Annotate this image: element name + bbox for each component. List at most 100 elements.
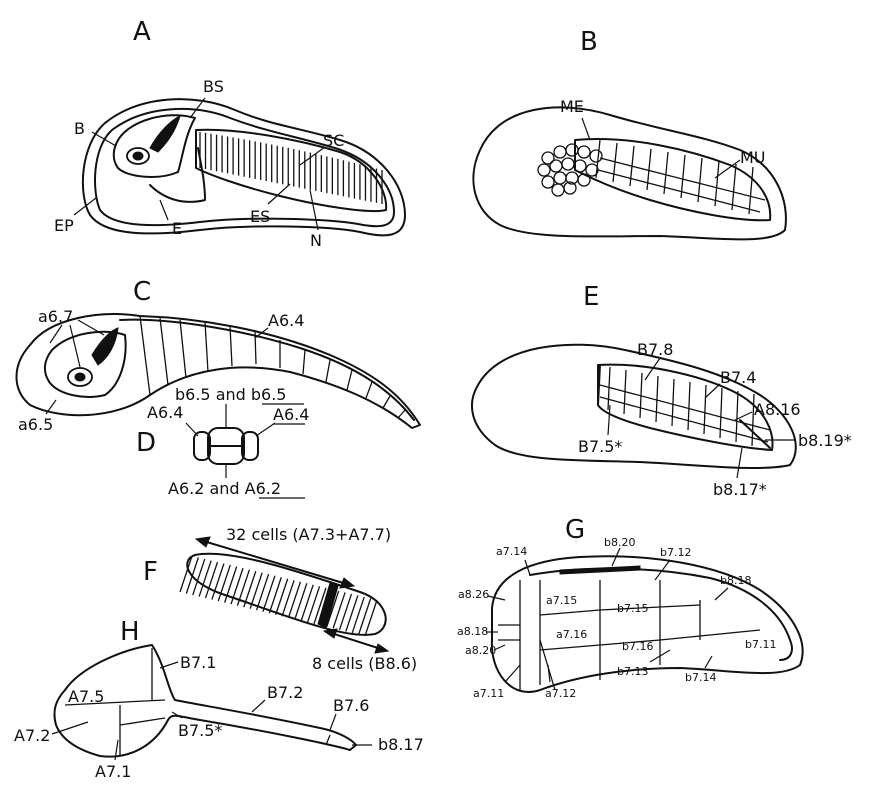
panel-a-ocellus-pigment (133, 152, 143, 160)
panel-e-muscle-cell-wall (688, 382, 690, 430)
panel-f-stripe (199, 561, 211, 597)
panel-a: A BS B SC EP E ES N (54, 17, 405, 250)
panel-h-cell-line-4 (120, 718, 165, 725)
panel-f-stripe (269, 577, 281, 613)
panel-f-stripe (250, 573, 262, 609)
panel-f-letter: F (143, 557, 158, 587)
panel-a-leader-b (92, 132, 116, 146)
panel-f-stripe (263, 576, 275, 612)
panel-f-stripe (276, 579, 288, 615)
panel-g-dorsal-band (560, 566, 640, 574)
panel-b-mesenchyme-cell (542, 176, 554, 188)
panel-a-notochord-outline (196, 130, 386, 211)
panel-c-leader-a67-eye (70, 325, 80, 367)
panel-d-leader-a64-right (256, 423, 275, 436)
panel-e-label-b817: b8.17* (713, 480, 767, 499)
panel-b-mesenchyme-cell (550, 160, 562, 172)
panel-g-leader-a711 (505, 665, 520, 682)
panel-e-muscle-cell-wall (656, 376, 658, 422)
panel-e-letter: E (583, 282, 599, 312)
panel-d-label-b65: b6.5 and b6.5 (175, 385, 286, 404)
panel-g: G a7.14 b8.20 b7.12 a8.26 b8.18 a7.15 b7… (457, 515, 803, 700)
panel-e-label-b78: B7.8 (637, 340, 673, 359)
panel-h-label-b817: b8.17 (378, 735, 424, 754)
panel-e-muscle-cell-wall (672, 379, 674, 426)
panel-f-stripe (339, 594, 351, 630)
panel-g-leader-a826 (488, 596, 505, 600)
panel-c-tail-segment (180, 320, 186, 378)
panel-f-label-32cells: 32 cells (A7.3+A7.7) (226, 525, 391, 544)
panel-a-leader-e (160, 200, 168, 220)
panel-e-label-a816: A8.16 (754, 400, 801, 419)
panel-f: F 32 cells (A7.3+A7.7) 8 cells (B8.6) (143, 525, 417, 673)
panel-f-stripe (359, 598, 371, 634)
panel-f-arrowhead-32-left (196, 537, 210, 547)
panel-g-label-a818: a8.18 (457, 625, 488, 638)
panel-b-letter: B (580, 27, 598, 57)
panel-c-pigment-otolith (92, 328, 118, 365)
panel-g-label-a715: a7.15 (546, 594, 577, 607)
panel-d-letter: D (136, 428, 156, 458)
panel-g-leader-b818 (715, 588, 728, 600)
panel-g-label-b716: b7.16 (622, 640, 653, 653)
panel-b-mesenchyme-cell (566, 144, 578, 156)
panel-e-muscle-cell-wall (720, 388, 722, 438)
panel-h-leader-b72 (252, 700, 265, 712)
panel-c-tail-segment (230, 326, 232, 366)
panel-a-label-n: N (310, 231, 322, 250)
panel-d-leader-a64-left (186, 423, 198, 436)
panel-b-leader-me (582, 118, 590, 140)
panel-g-label-b715: b7.15 (617, 602, 648, 615)
panel-e-label-b75: B7.5* (578, 437, 622, 456)
panel-g-label-a820: a8.20 (465, 644, 496, 657)
panel-e-label-b819: b8.19* (798, 431, 852, 450)
panel-f-stripe (365, 600, 377, 636)
panel-b-muscle-cell-wall (732, 164, 736, 210)
panel-b-mesenchyme-cell (554, 172, 566, 184)
panel-h-label-b71: B7.1 (180, 653, 216, 672)
panel-c-tail-segment (366, 382, 372, 398)
panel-f-label-8cells: 8 cells (B8.6) (312, 654, 417, 673)
panel-g-cell-line-11 (540, 640, 555, 690)
panel-c: C a6.7 A6.4 a6.5 (17, 277, 421, 434)
panel-g-cell-line-4 (540, 645, 600, 650)
panel-g-label-a716: a7.16 (556, 628, 587, 641)
panel-a-notochord-stripes (200, 132, 382, 204)
panel-h-label-b75: B7.5* (178, 721, 222, 740)
panel-h-letter: H (120, 617, 140, 647)
panel-f-stripe (308, 586, 320, 622)
panel-g-cell-line-3 (540, 610, 600, 615)
panel-f-stripe (282, 580, 294, 616)
panel-f-stripe (346, 595, 358, 631)
panel-d-label-a64-right: A6.4 (273, 405, 309, 424)
panel-c-label-a65: a6.5 (18, 415, 53, 434)
panel-g-label-b711: b7.11 (745, 638, 776, 651)
panel-g-leader-b714 (705, 656, 712, 668)
panel-b-mesenchyme-cell (562, 158, 574, 170)
panel-a-letter: A (133, 17, 151, 47)
panel-h-label-a72: A7.2 (14, 726, 50, 745)
panel-f-arrowhead-32-right (340, 578, 354, 588)
panel-a-label-sc: SC (323, 131, 344, 150)
panel-b-mesenchyme-cell (554, 146, 566, 158)
panel-g-label-b820: b8.20 (604, 536, 635, 549)
panel-b-mesenchyme-cell (578, 174, 590, 186)
panel-b-mesenchyme-cell (538, 164, 550, 176)
panel-c-tail-segment (383, 396, 390, 408)
panel-f-stripe (301, 585, 313, 621)
panel-b-mesenchyme-cell (578, 146, 590, 158)
panel-c-tail-segment (347, 370, 352, 390)
panel-e-label-b74: B7.4 (720, 368, 756, 387)
panel-b: B ME MU (473, 27, 786, 239)
panel-c-tail-segment (140, 316, 150, 395)
panel-a-pigment-otolith (150, 116, 180, 152)
panel-c-letter: C (133, 277, 151, 307)
panel-g-label-a712: a7.12 (545, 687, 576, 700)
panel-f-stripe (244, 571, 256, 607)
panel-a-label-b: B (74, 119, 85, 138)
panel-g-label-b713: b7.13 (617, 665, 648, 678)
panel-e: E B7.8 B7.4 A8.16 b8.19* B7.5* b8.17* (472, 282, 852, 499)
panel-c-tail-segment (326, 360, 330, 382)
panel-e-leader-b817 (737, 448, 742, 478)
